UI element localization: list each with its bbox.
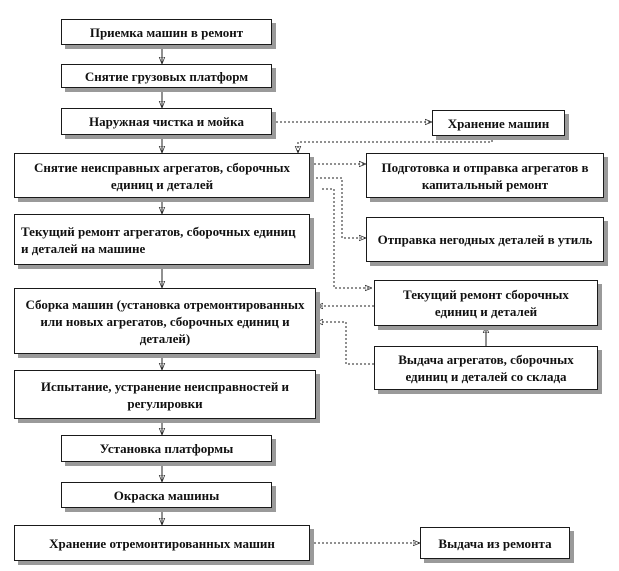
block-washing-label: Наружная чистка и мойка <box>89 114 244 129</box>
block-current-repair-on-machine-label: Текущий ремонт агрегатов, сборочных един… <box>21 223 296 256</box>
block-current-repair-units: Текущий ремонт сборочных единиц и детале… <box>374 280 598 326</box>
block-disassembly-label: Снятие неисправных агрегатов, сборочных … <box>34 159 290 192</box>
block-storage-out-label: Хранение отремонтированных машин <box>49 535 275 551</box>
block-testing-label: Испытание, устранение неисправностей и р… <box>40 378 290 411</box>
block-assembly: Сборка машин (установка отремонтированны… <box>14 288 316 354</box>
block-platform-removal: Снятие грузовых платформ <box>61 64 272 88</box>
block-overhaul-prep-label: Подготовка и отправка агрегатов в капита… <box>381 159 589 192</box>
arrow-disassembly-to-unit-repair <box>322 188 372 288</box>
block-storage-in-label: Хранение машин <box>447 115 550 131</box>
block-washing: Наружная чистка и мойка <box>61 108 272 135</box>
block-current-repair-units-label: Текущий ремонт сборочных единиц и детале… <box>403 287 569 319</box>
block-platform-install: Установка платформы <box>61 435 272 462</box>
block-storage-out: Хранение отремонтированных машин <box>14 525 310 561</box>
block-reception: Приемка машин в ремонт <box>61 19 272 45</box>
block-testing: Испытание, устранение неисправностей и р… <box>14 370 316 419</box>
block-warehouse-issue-label: Выдача агрегатов, сборочных единиц и дет… <box>398 352 574 384</box>
block-platform-install-label: Установка платформы <box>99 441 234 456</box>
block-storage-in: Хранение машин <box>432 110 565 136</box>
arrow-warehouse-to-assembly <box>316 322 374 365</box>
block-release-label: Выдача из ремонта <box>438 535 552 551</box>
block-assembly-label: Сборка машин (установка отремонтированны… <box>25 296 305 346</box>
block-scrap: Отправка негодных деталей в утиль <box>366 217 604 262</box>
block-disassembly: Снятие неисправных агрегатов, сборочных … <box>14 153 310 198</box>
block-scrap-label: Отправка негодных деталей в утиль <box>377 232 593 247</box>
block-painting: Окраска машины <box>61 482 272 508</box>
arrow-storage-to-disassembly <box>298 136 493 153</box>
block-overhaul-prep: Подготовка и отправка агрегатов в капита… <box>366 153 604 198</box>
block-warehouse-issue: Выдача агрегатов, сборочных единиц и дет… <box>374 346 598 390</box>
block-current-repair-on-machine: Текущий ремонт агрегатов, сборочных един… <box>14 214 310 265</box>
block-painting-label: Окраска машины <box>113 487 220 503</box>
arrow-disassembly-to-scrap <box>316 177 366 238</box>
block-reception-label: Приемка машин в ремонт <box>89 24 244 40</box>
block-release: Выдача из ремонта <box>420 527 570 559</box>
block-platform-removal-label: Снятие грузовых платформ <box>84 68 249 84</box>
